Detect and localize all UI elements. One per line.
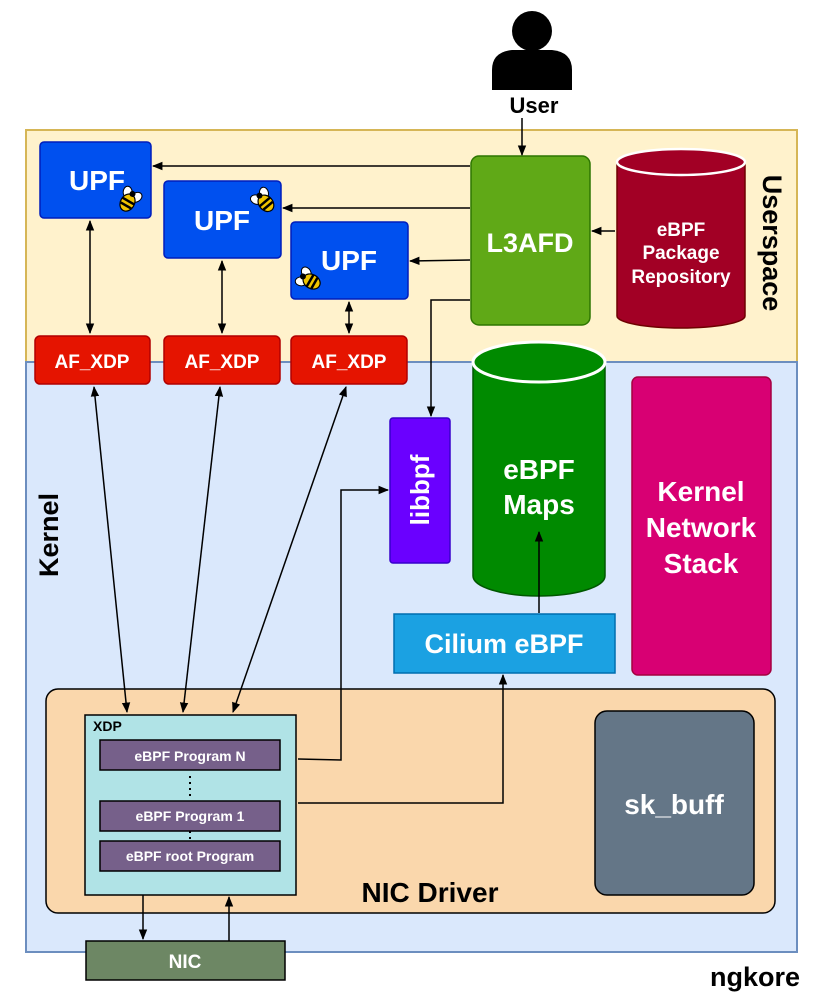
package-repository: eBPF Package Repository (615, 147, 747, 329)
ebpf-root-program (99, 840, 281, 872)
libbpf-label: libbpf (405, 454, 435, 525)
l3afd-label: L3AFD (487, 228, 574, 258)
ebpf-program-n-label: eBPF Program N (134, 748, 245, 764)
kernel-stack-line-3: Stack (664, 548, 739, 579)
user-label: User (510, 93, 559, 118)
xdp-label: XDP (93, 718, 122, 734)
connector-arrows (85, 118, 615, 941)
nic-label: NIC (169, 952, 202, 973)
kernel-network-stack: Kernel Network Stack (631, 376, 772, 676)
upf-box-3: UPF (290, 221, 409, 300)
maps-line-2: Maps (503, 489, 575, 520)
nic-box: NIC (85, 940, 286, 981)
kernel-label: Kernel (34, 493, 64, 577)
repository-line-2: Package (642, 243, 719, 264)
sk-buff-label: sk_buff (624, 789, 724, 820)
ebpf-program-n (99, 739, 281, 771)
upf-label: UPF (194, 205, 250, 236)
af-xdp-box-2: AF_XDP (163, 335, 281, 385)
user-icon (492, 11, 572, 90)
upf-label: UPF (69, 165, 125, 196)
brand-label: ngkore (710, 962, 800, 992)
libbpf-box: libbpf (389, 417, 451, 564)
af-xdp-box-3: AF_XDP (290, 335, 408, 385)
cilium-box: Cilium eBPF (393, 613, 616, 674)
nic-driver-label: NIC Driver (362, 877, 499, 908)
upf-box-2: UPF (163, 180, 282, 259)
af-xdp-label: AF_XDP (185, 352, 260, 373)
ebpf-program-1 (99, 800, 281, 832)
sk-buff-box: sk_buff (594, 710, 755, 896)
repository-line-3: Repository (631, 267, 731, 288)
af-xdp-box-1: AF_XDP (34, 335, 151, 385)
xdp-box: XDP eBPF Program N eBPF Program 1 eBPF r… (84, 714, 297, 896)
ebpf-root-program-label: eBPF root Program (126, 848, 254, 864)
ebpf-program-1-label: eBPF Program 1 (136, 808, 245, 824)
kernel-stack-line-2: Network (646, 512, 757, 543)
upf-box-1: UPF (39, 141, 152, 219)
l3afd-box: L3AFD (470, 155, 591, 326)
af-xdp-label: AF_XDP (312, 352, 387, 373)
af-xdp-label: AF_XDP (55, 352, 130, 373)
maps-line-1: eBPF (503, 454, 575, 485)
kernel-stack-line-1: Kernel (657, 476, 744, 507)
ebpf-maps: eBPF Maps (471, 340, 607, 597)
cilium-label: Cilium eBPF (424, 629, 583, 659)
repository-line-1: eBPF (657, 220, 706, 241)
upf-label: UPF (321, 245, 377, 276)
userspace-label: Userspace (757, 175, 787, 312)
